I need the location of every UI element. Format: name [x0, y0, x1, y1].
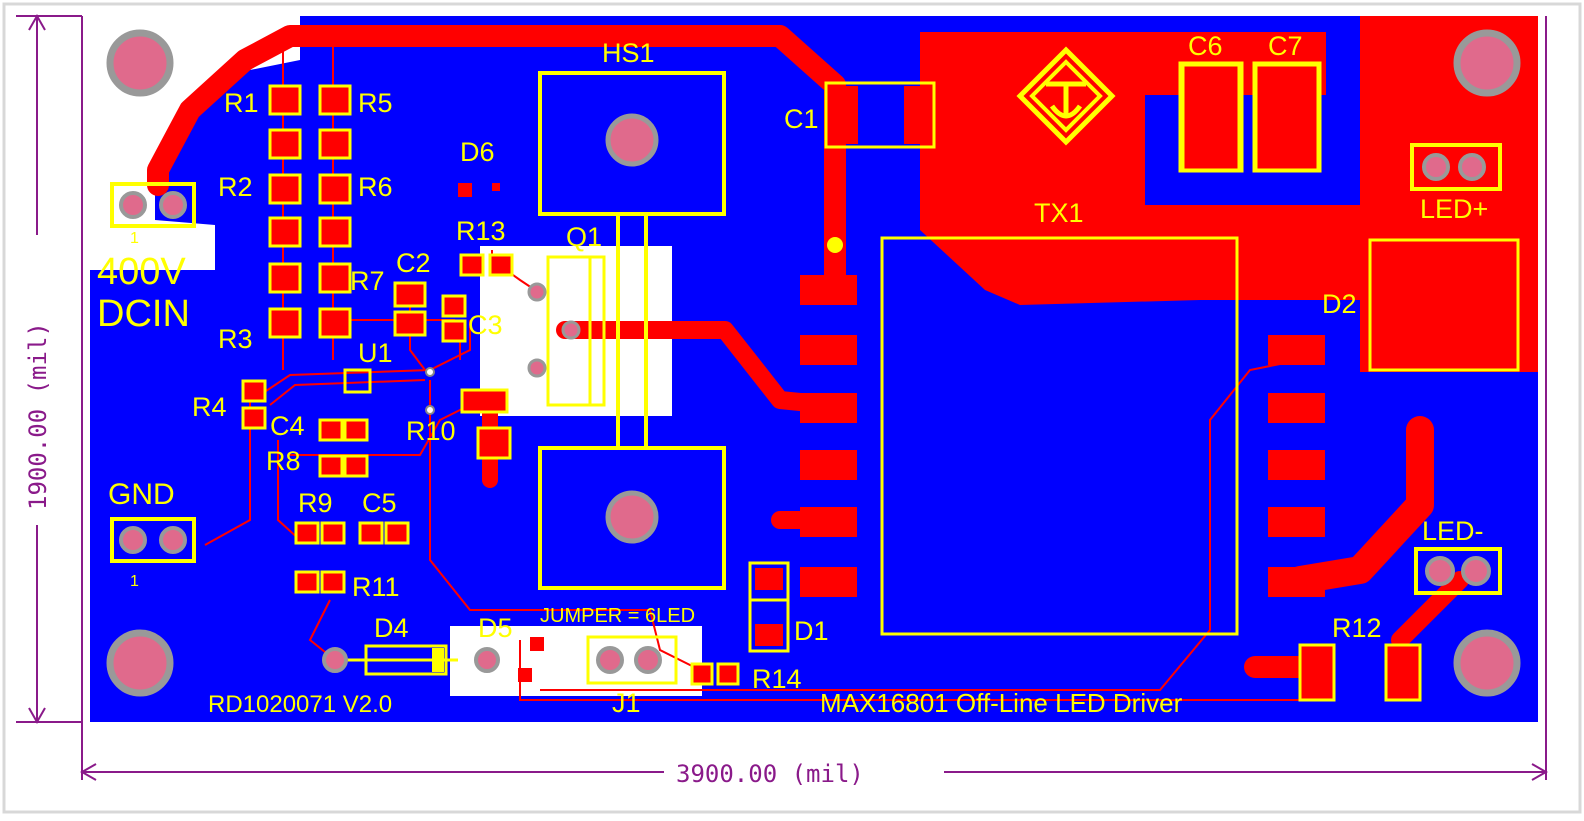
label-r7: R7	[350, 266, 385, 296]
label-hs1: HS1	[602, 38, 655, 68]
label-led-plus: LED+	[1420, 194, 1488, 224]
led-minus-connector	[1414, 547, 1502, 595]
label-r14: R14	[752, 664, 802, 694]
j1-connector	[586, 635, 678, 685]
hs1-hole-top	[605, 113, 659, 167]
label-c3: C3	[468, 310, 503, 340]
label-d2: D2	[1322, 289, 1357, 319]
mounting-holes	[106, 29, 1521, 697]
d2-copper-pour	[1360, 16, 1538, 372]
d6-pad-2	[492, 183, 500, 191]
label-dcin-pin: 1	[130, 230, 139, 247]
label-gnd-pin: 1	[130, 573, 139, 590]
label-dcin-line1: 400V	[97, 251, 186, 293]
gnd-connector	[110, 517, 196, 563]
label-board-title: MAX16801 Off-Line LED Driver	[820, 688, 1183, 718]
label-c2: C2	[396, 248, 431, 278]
label-board-name: RD1020071 V2.0	[208, 691, 392, 718]
c6-outline	[1178, 61, 1244, 173]
label-r8: R8	[266, 446, 301, 476]
hs1-outline	[538, 71, 726, 590]
label-r4: R4	[192, 392, 227, 422]
label-r11: R11	[352, 572, 400, 602]
d5-pad-2	[518, 668, 532, 682]
signal-traces	[204, 40, 1301, 701]
label-c5: C5	[362, 488, 397, 518]
label-jumper: JUMPER = 6LED	[540, 605, 695, 627]
label-r10: R10	[406, 416, 456, 446]
smd-components	[241, 63, 1320, 686]
label-r5: R5	[358, 88, 393, 118]
label-r13: R13	[456, 216, 506, 246]
led-plus-connector	[1410, 143, 1502, 191]
label-c1: C1	[784, 104, 819, 134]
company-logo	[1016, 46, 1116, 146]
d4-pad-right	[474, 647, 500, 673]
label-q1: Q1	[566, 222, 602, 252]
label-tx1: TX1	[1034, 198, 1084, 228]
label-j1: J1	[612, 688, 641, 718]
dim-height-label: 1900.00 (mil)	[24, 322, 52, 510]
hs1-hole-bottom	[605, 490, 659, 544]
label-d1: D1	[794, 616, 829, 646]
label-c6: C6	[1188, 31, 1223, 61]
label-dcin-line2: DCIN	[97, 293, 190, 335]
label-r2: R2	[218, 172, 253, 202]
label-u1: U1	[358, 338, 393, 368]
c7-outline	[1252, 61, 1322, 173]
label-d5: D5	[478, 613, 513, 643]
c1-component	[824, 81, 936, 149]
tx1-outline	[880, 236, 1239, 636]
d6-pad	[458, 183, 472, 197]
d2-outline	[1368, 238, 1520, 372]
dcin-connector	[110, 182, 196, 228]
label-d4: D4	[374, 613, 409, 643]
dimension-lines	[16, 13, 1549, 781]
label-led-minus: LED-	[1422, 516, 1484, 546]
r12-component	[1298, 643, 1422, 702]
q1-outline	[546, 255, 606, 407]
vias	[425, 237, 843, 415]
label-r6: R6	[358, 172, 393, 202]
d1-component	[748, 561, 790, 653]
d5-pad	[530, 637, 544, 651]
dim-width-mask	[664, 757, 944, 787]
label-c7: C7	[1268, 31, 1303, 61]
q1-pads	[460, 282, 581, 460]
label-d6: D6	[460, 137, 495, 167]
label-r9: R9	[298, 488, 333, 518]
d4-component	[345, 644, 458, 676]
dim-width-label: 3900.00 (mil)	[676, 760, 864, 788]
tx1-pads	[800, 275, 1325, 597]
d4-pad-left	[322, 647, 348, 673]
label-r1: R1	[224, 88, 259, 118]
label-gnd: GND	[108, 478, 175, 511]
label-r12: R12	[1332, 613, 1382, 643]
label-c4: C4	[270, 411, 305, 441]
label-r3: R3	[218, 324, 253, 354]
resistor-array	[268, 84, 352, 339]
u1-outline	[343, 368, 372, 394]
dim-height-mask	[22, 235, 52, 525]
